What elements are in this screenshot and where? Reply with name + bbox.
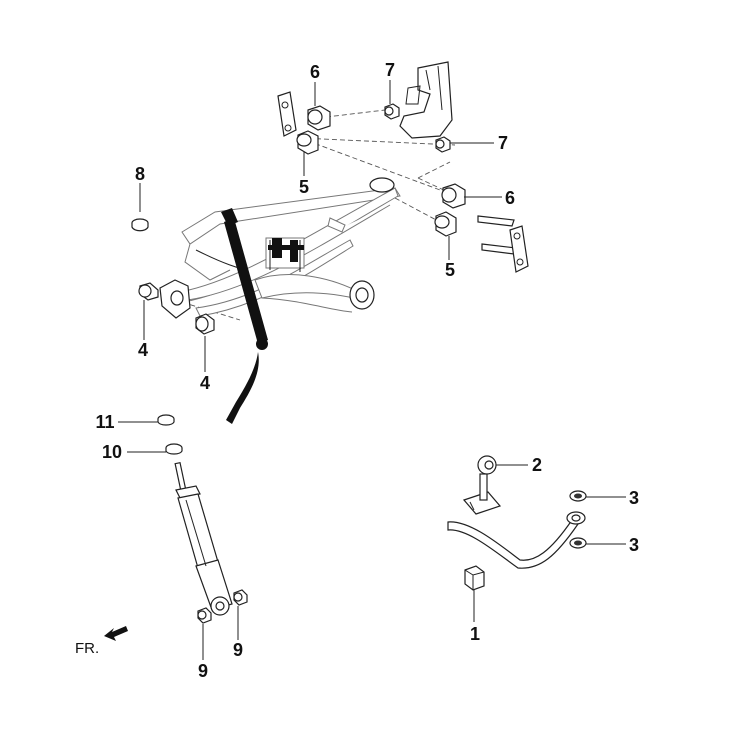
callout-labels: 6 5 7 7 6 5 8 4 4 11 10 9 9 2 3 3 1 (95, 60, 639, 681)
part-4-bushing-upper (138, 282, 159, 301)
part-11-washer (157, 414, 175, 426)
part-9-bushing-left (197, 607, 212, 624)
stabilizer-bar (447, 511, 586, 569)
callout-2: 2 (532, 455, 542, 475)
front-direction-label: FR. (75, 640, 99, 657)
part-3-bushing-lower (569, 537, 587, 549)
part-4-bushing-lower (195, 313, 215, 335)
callout-4-upper: 4 (138, 340, 148, 360)
part-8-bump-stop (131, 218, 149, 232)
callout-3-upper: 3 (629, 488, 639, 508)
part-6-bushing-lower (441, 183, 466, 209)
callout-6-upper: 6 (310, 62, 320, 82)
callout-3-lower: 3 (629, 535, 639, 555)
axle-housing (254, 274, 375, 313)
callout-5-lower: 5 (445, 260, 455, 280)
callout-9-right: 9 (233, 640, 243, 660)
part-7-bushing-upper (384, 103, 400, 120)
part-5-bushing-upper (296, 130, 319, 155)
callout-8: 8 (135, 164, 145, 184)
part-2-stabilizer-link (462, 455, 502, 515)
callout-4-lower: 4 (200, 373, 210, 393)
u-bolt-clamp (265, 237, 305, 272)
leader-lines (118, 80, 626, 660)
callout-11: 11 (95, 412, 114, 432)
part-10-washer (165, 443, 183, 455)
part-1-stabilizer-bushing (464, 565, 485, 591)
part-6-bushing-upper (307, 105, 331, 131)
shock-absorber-assembly (174, 461, 233, 616)
chassis-frame-outline (181, 187, 401, 281)
callout-9-left: 9 (198, 661, 208, 681)
front-direction-indicator: FR. (75, 626, 128, 657)
part-7-bushing-lower (435, 136, 451, 153)
front-direction-arrow-icon (104, 626, 128, 641)
callout-7-upper: 7 (385, 60, 395, 80)
part-3-bushing-upper (569, 490, 587, 502)
shackle-plate-left (277, 91, 297, 137)
callout-1: 1 (470, 624, 480, 644)
front-spring-hanger (159, 279, 191, 319)
rear-spring-hanger-bracket (399, 61, 453, 139)
callout-5-upper: 5 (299, 177, 309, 197)
callout-6-lower: 6 (505, 188, 515, 208)
part-5-bushing-lower (434, 211, 457, 237)
part-9-bushing-right (233, 589, 248, 606)
callout-10: 10 (102, 442, 122, 462)
installed-shock-absorber (221, 208, 268, 424)
shackle-with-studs (477, 215, 529, 273)
callout-7-lower: 7 (498, 133, 508, 153)
